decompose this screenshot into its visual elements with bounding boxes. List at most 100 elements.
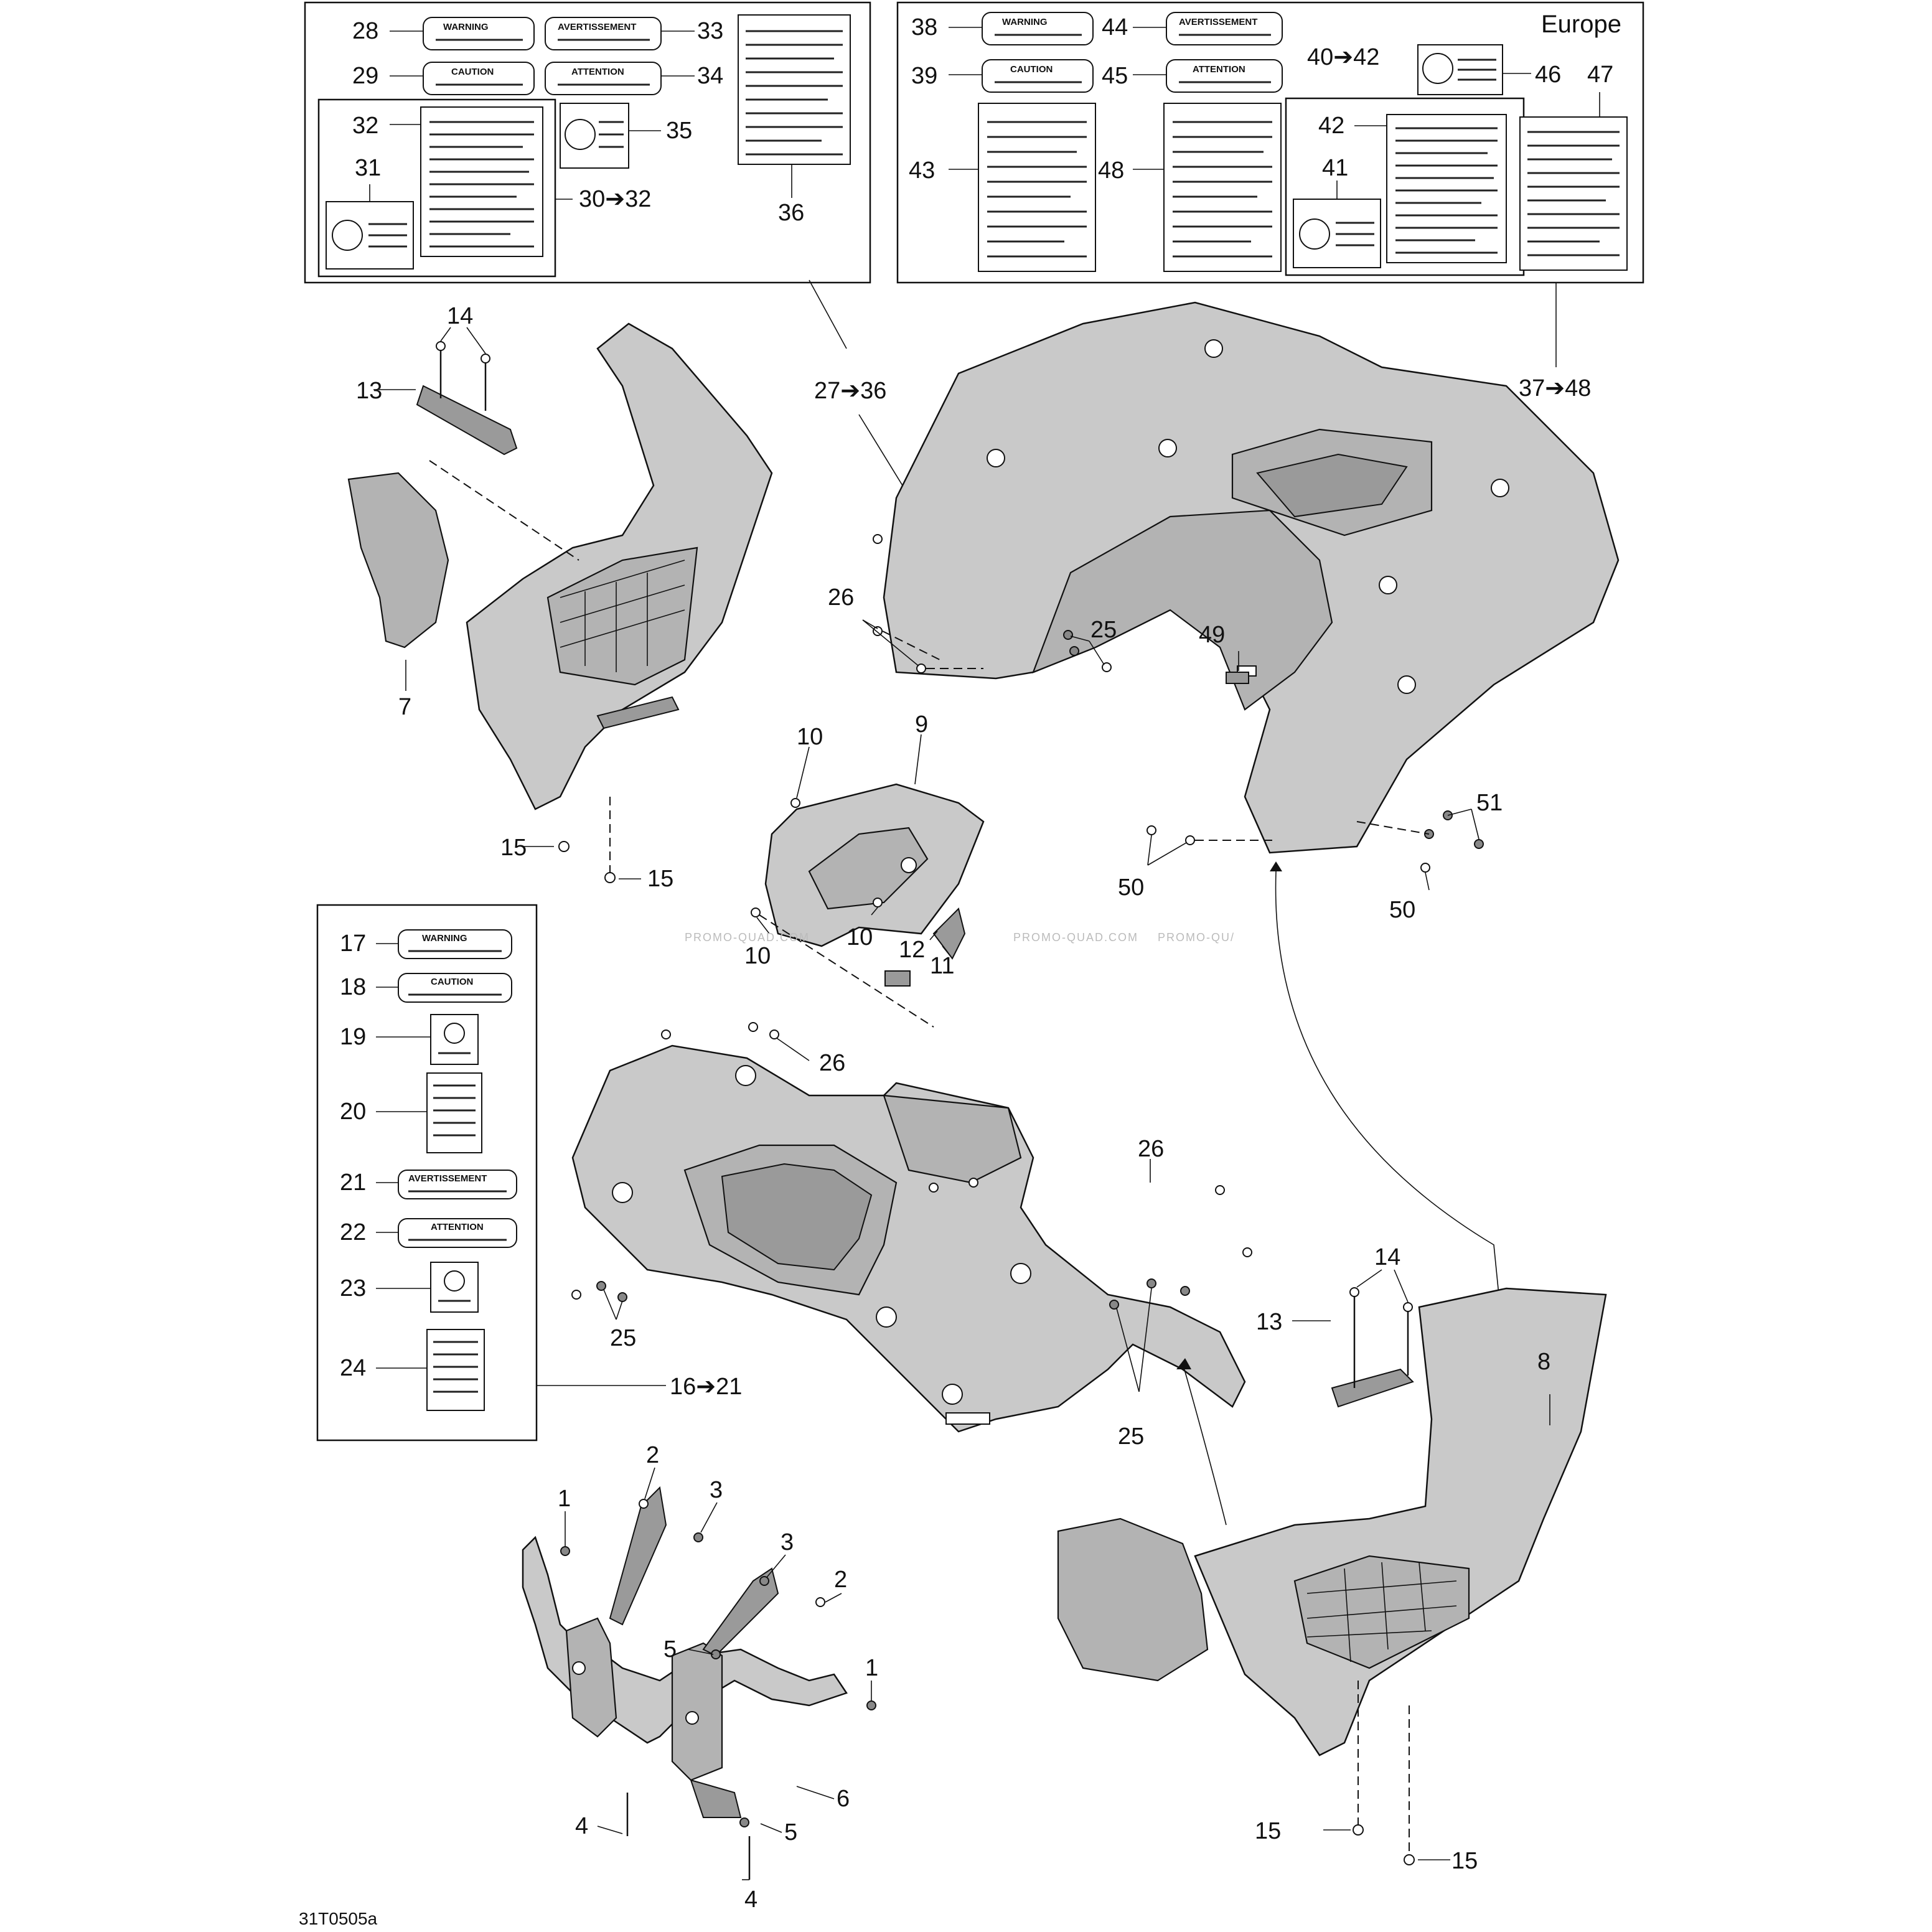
callout-31: 31 — [355, 155, 381, 181]
callout-1: 1 — [865, 1655, 878, 1681]
left-footrest — [347, 322, 773, 810]
callout-47: 47 — [1587, 62, 1613, 88]
rear-fender — [883, 301, 1620, 854]
callout-50: 50 — [1118, 875, 1144, 901]
callout-14: 14 — [1374, 1244, 1400, 1270]
callout-8: 8 — [1537, 1349, 1550, 1375]
callout-15: 15 — [500, 835, 527, 861]
callout-38: 38 — [911, 14, 937, 40]
callout-15: 15 — [1451, 1848, 1478, 1874]
callout-30-32: 30➔32 — [579, 186, 651, 212]
callout-41: 41 — [1322, 155, 1348, 181]
callout-18: 18 — [340, 974, 366, 1000]
callout-5: 5 — [784, 1819, 797, 1845]
front-fender — [571, 1044, 1246, 1433]
callout-32: 32 — [352, 113, 378, 139]
callout-46: 46 — [1535, 62, 1561, 88]
callout-40-42: 40➔42 — [1307, 44, 1379, 70]
caution-text: CAUTION — [431, 977, 473, 987]
callout-45: 45 — [1102, 63, 1128, 89]
callout-48: 48 — [1098, 157, 1124, 184]
callout-43: 43 — [909, 157, 935, 184]
bracket-fasteners — [751, 798, 966, 1028]
callout-19: 19 — [340, 1024, 366, 1050]
label-panel-europe: WARNING CAUTION AVERTISSEMENT ATTENTION — [896, 1, 1644, 367]
avertissement-text: AVERTISSEMENT — [1179, 17, 1257, 27]
caution-text: CAUTION — [1010, 64, 1053, 75]
callout-39: 39 — [911, 63, 937, 89]
callout-27-36: 27➔36 — [814, 378, 886, 404]
callout-2: 2 — [646, 1442, 659, 1468]
screws-14-left — [436, 327, 490, 411]
callout-11: 11 — [930, 953, 954, 979]
callout-21: 21 — [340, 1170, 366, 1196]
attention-text: ATTENTION — [571, 67, 624, 77]
label-panel-na: WARNING CAUTION AVERTISSEMENT ATTENTION — [304, 1, 871, 284]
callout-15: 15 — [647, 866, 673, 892]
watermark: PROMO-QU/ — [1158, 931, 1235, 944]
front-bumper — [522, 1486, 848, 1818]
callout-6: 6 — [837, 1786, 850, 1812]
avertissement-text: AVERTISSEMENT — [558, 22, 636, 32]
callout-26: 26 — [1138, 1136, 1164, 1162]
watermark: PROMO-QUAD.COM — [685, 931, 810, 944]
callout-10: 10 — [797, 724, 823, 750]
warning-text: WARNING — [1002, 17, 1048, 27]
caution-text: CAUTION — [451, 67, 494, 77]
callout-50: 50 — [1389, 897, 1415, 923]
callout-13: 13 — [356, 378, 382, 404]
callout-23: 23 — [340, 1275, 366, 1301]
callout-15: 15 — [1255, 1818, 1281, 1844]
callout-13: 13 — [1256, 1309, 1282, 1335]
fender-screws — [873, 534, 1112, 673]
drawing-code: 31T0505a — [299, 1909, 378, 1928]
callout-3: 3 — [710, 1477, 723, 1503]
part-49 — [1226, 672, 1249, 684]
callout-4: 4 — [744, 1887, 757, 1913]
callout-1: 1 — [558, 1486, 571, 1512]
callout-34: 34 — [697, 63, 723, 89]
callout-42: 42 — [1318, 113, 1344, 139]
callout-25: 25 — [610, 1325, 636, 1351]
callout-20: 20 — [340, 1099, 366, 1125]
callout-9: 9 — [915, 711, 928, 738]
watermark: PROMO-QUAD.COM — [1013, 931, 1138, 944]
callout-25: 25 — [1118, 1423, 1144, 1450]
foot-peg-13-left — [416, 385, 518, 456]
foot-peg-13-right — [1331, 1368, 1414, 1408]
callout-51: 51 — [1476, 790, 1503, 816]
callout-5: 5 — [664, 1636, 677, 1662]
right-footrest — [1057, 1287, 1607, 1756]
avertissement-text: AVERTISSEMENT — [408, 1173, 487, 1184]
callout-10: 10 — [744, 943, 771, 969]
screws-14-right — [1349, 1269, 1413, 1388]
front-fender-screws — [571, 1022, 1252, 1310]
callout-28: 28 — [352, 18, 378, 44]
callout-3: 3 — [781, 1529, 794, 1555]
callout-12: 12 — [899, 937, 925, 963]
callout-2: 2 — [834, 1567, 847, 1593]
callout-10: 10 — [846, 924, 873, 950]
callout-29: 29 — [352, 63, 378, 89]
callout-4: 4 — [575, 1813, 588, 1839]
callout-49: 49 — [1199, 622, 1225, 648]
callout-44: 44 — [1102, 14, 1128, 40]
attention-text: ATTENTION — [431, 1222, 484, 1232]
bumper-fasteners — [560, 1499, 876, 1880]
warning-text: WARNING — [443, 22, 489, 32]
callout-35: 35 — [666, 118, 692, 144]
callout-37-48: 37➔48 — [1519, 375, 1591, 401]
callout-25: 25 — [1090, 617, 1117, 643]
callout-7: 7 — [398, 694, 411, 720]
callout-17: 17 — [340, 931, 366, 957]
callout-26: 26 — [828, 584, 854, 611]
warning-text: WARNING — [422, 933, 467, 944]
bracket-9 — [764, 783, 985, 947]
callout-22: 22 — [340, 1219, 366, 1245]
callout-33: 33 — [697, 18, 723, 44]
fender-rear-fasteners — [1147, 810, 1484, 873]
callout-14: 14 — [447, 303, 473, 329]
callout-36: 36 — [778, 200, 804, 226]
attention-text: ATTENTION — [1193, 64, 1245, 75]
